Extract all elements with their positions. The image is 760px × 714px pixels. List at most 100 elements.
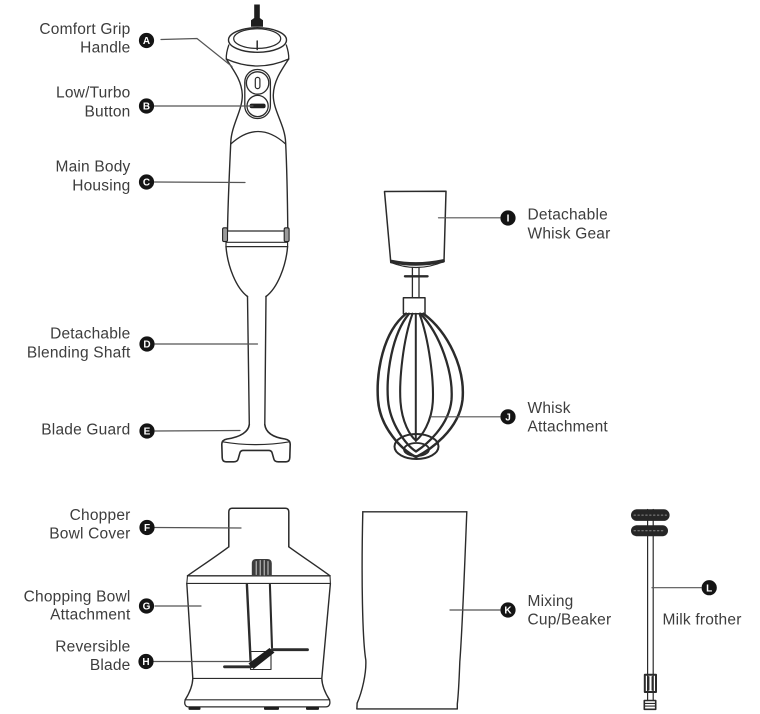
leader-line-c xyxy=(153,181,246,184)
bowl-foot-left xyxy=(188,706,201,710)
blade-guard-outline xyxy=(221,423,291,463)
beaker-illustration xyxy=(356,511,468,710)
whisk-wire-cross-loop-inner xyxy=(403,442,430,457)
bowl-foot-center xyxy=(264,706,279,710)
frother-tip-ribs xyxy=(644,702,656,707)
whisk-wire-outer xyxy=(376,312,465,459)
button-panel-outline xyxy=(244,68,272,120)
label-comfort-grip-handle-line1: Comfort Grip xyxy=(39,21,130,38)
blade-spindle-left xyxy=(245,583,252,663)
beaker-right-edge xyxy=(456,511,468,710)
head-rim-right xyxy=(285,44,290,60)
whisk-gear-bottom xyxy=(390,260,445,269)
callout-b: B Low/Turbo Button xyxy=(56,85,254,121)
release-tab-right xyxy=(283,227,290,243)
chopper-knob-ribs xyxy=(255,560,269,576)
grip-seam xyxy=(230,131,287,145)
label-chopping-bowl-attachment-line1: Chopping Bowl xyxy=(24,589,131,606)
badge-letter-a: A xyxy=(143,36,150,47)
callout-a: A Comfort Grip Handle xyxy=(39,21,233,68)
label-blade-guard: Blade Guard xyxy=(41,422,130,439)
bowl-base-outline xyxy=(184,699,331,708)
label-whisk-attachment-line1: Whisk xyxy=(528,400,571,417)
badge-letter-g: G xyxy=(143,602,151,613)
body-right-edge xyxy=(272,58,290,232)
chopper-rim-bottom xyxy=(186,575,331,584)
callout-layer: A Comfort Grip Handle B Low/Turbo Button… xyxy=(24,21,742,674)
whisk-wire-middle xyxy=(386,312,453,453)
callout-badge-a xyxy=(138,32,155,49)
leader-line-a xyxy=(160,37,233,68)
shaft-right-edge xyxy=(264,295,267,426)
callout-badge-e xyxy=(139,423,155,439)
label-reversible-blade-line2: Blade xyxy=(90,657,131,674)
low-button-outline xyxy=(245,71,270,95)
badge-letter-c: C xyxy=(143,178,150,189)
whisk-gear-cup xyxy=(383,190,447,264)
label-detachable-blending-shaft-line1: Detachable xyxy=(50,326,130,343)
callout-g: G Chopping Bowl Attachment xyxy=(24,589,202,624)
badge-letter-e: E xyxy=(144,427,151,438)
label-chopper-bowl-cover-line1: Chopper xyxy=(70,507,131,524)
callout-l: L Milk frother xyxy=(651,580,742,629)
chopper-cover-neck xyxy=(228,507,290,548)
label-low-turbo-button-line2: Button xyxy=(84,104,130,121)
label-milk-frother: Milk frother xyxy=(663,612,742,629)
hand-blender-illustration xyxy=(221,4,291,463)
leader-line-e xyxy=(154,429,241,432)
low-button-slot xyxy=(254,76,261,90)
badge-letter-k: K xyxy=(504,606,512,617)
chopper-shoulder-right xyxy=(288,546,331,577)
callout-badge-l xyxy=(701,580,717,596)
badge-letter-b: B xyxy=(143,102,150,113)
shaft-bell-left xyxy=(225,245,249,298)
blade-spindle-right xyxy=(268,583,274,649)
shaft-left-edge xyxy=(246,295,250,426)
label-chopping-bowl-attachment-line2: Attachment xyxy=(50,607,131,624)
callout-badge-k xyxy=(500,602,516,618)
head-rim-left xyxy=(225,44,230,60)
frother-illustration xyxy=(631,508,670,711)
label-chopper-bowl-cover-line2: Bowl Cover xyxy=(49,526,130,543)
frother-tip xyxy=(643,699,657,711)
leader-line-f xyxy=(154,526,242,529)
label-whisk-attachment-line2: Attachment xyxy=(528,419,609,436)
shaft-bell-right xyxy=(265,245,289,298)
label-main-body-housing-line1: Main Body xyxy=(55,159,130,176)
callout-badge-j xyxy=(500,409,516,425)
label-main-body-housing-line2: Housing xyxy=(72,178,130,195)
label-mixing-cup-beaker-line2: Cup/Beaker xyxy=(528,612,612,629)
callout-badge-d xyxy=(139,336,155,352)
coupling-ring xyxy=(225,241,289,248)
turbo-button-bar xyxy=(249,103,266,109)
blade-arm-diagonal xyxy=(248,648,275,669)
callout-j: J Whisk Attachment xyxy=(430,400,609,436)
whisk-gear-band xyxy=(390,259,445,266)
callout-badge-g xyxy=(138,598,155,614)
whisk-illustration xyxy=(376,190,465,460)
callout-f: F Chopper Bowl Cover xyxy=(49,507,242,543)
handle-top-outer xyxy=(227,27,288,54)
body-left-edge xyxy=(225,58,244,232)
badge-letter-h: H xyxy=(142,657,149,668)
label-detachable-whisk-gear-line2: Whisk Gear xyxy=(528,226,611,243)
bowl-right-edge xyxy=(321,582,332,701)
badge-letter-i: I xyxy=(507,214,510,225)
frother-grip-section xyxy=(643,673,657,693)
badge-letter-j: J xyxy=(505,412,511,423)
label-detachable-blending-shaft-line2: Blending Shaft xyxy=(27,345,131,362)
callout-h: H Reversible Blade xyxy=(55,639,252,674)
label-low-turbo-button-line1: Low/Turbo xyxy=(56,85,130,102)
callout-c: C Main Body Housing xyxy=(55,159,246,195)
badge-letter-f: F xyxy=(144,523,150,534)
whisk-wire-cross-loop-outer xyxy=(393,433,440,460)
bowl-foot-right xyxy=(306,706,319,710)
power-cord-stub xyxy=(251,4,263,27)
callout-badge-b xyxy=(138,98,155,114)
label-comfort-grip-handle-line2: Handle xyxy=(80,40,130,57)
label-mixing-cup-beaker-line1: Mixing xyxy=(528,593,574,610)
blade-hub-guide xyxy=(249,650,272,671)
callout-e: E Blade Guard xyxy=(41,422,241,439)
